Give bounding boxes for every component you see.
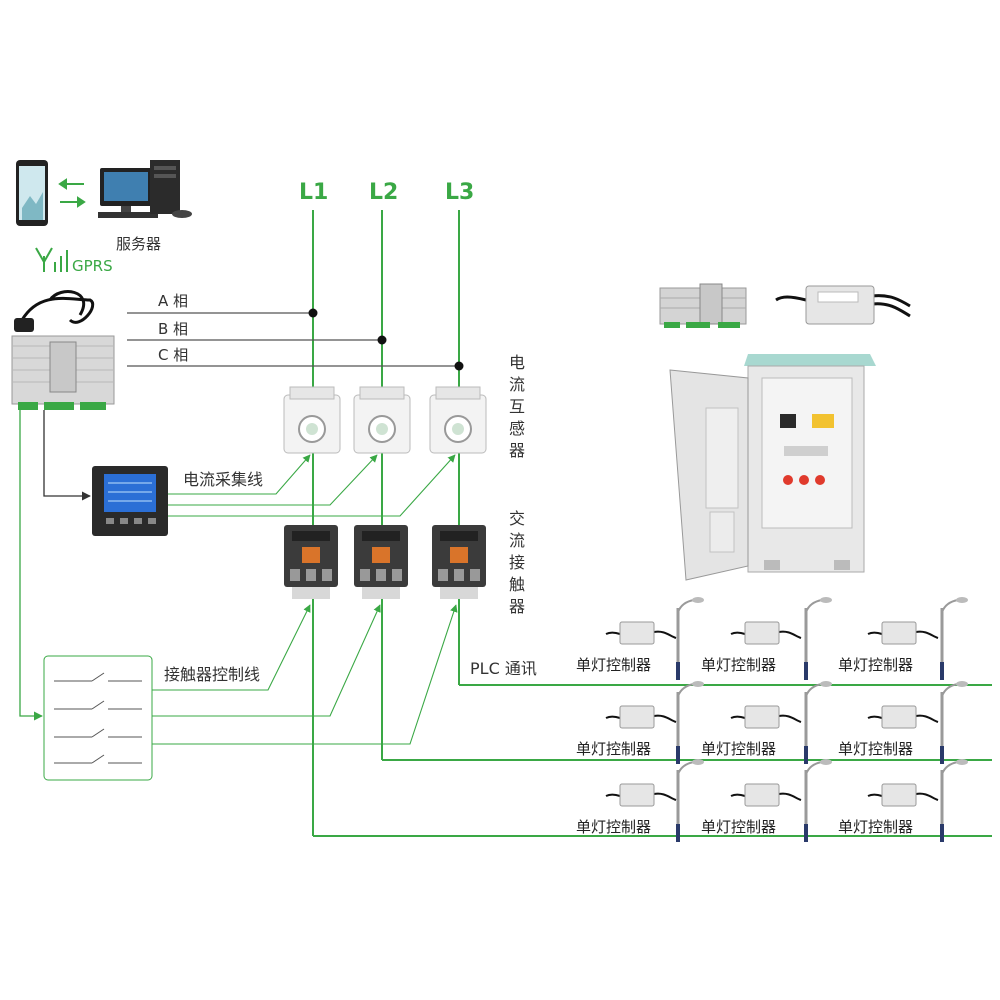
- ac-contactor-label: 交流接触器: [508, 509, 525, 616]
- lamp-controller-label: 单灯控制器: [838, 740, 914, 758]
- server-label: 服务器: [116, 235, 162, 253]
- lamp-controller-unit: [867, 621, 939, 645]
- lamp-controller-label: 单灯控制器: [838, 818, 914, 836]
- street-lamp-icon: [676, 759, 704, 842]
- current-transformer-label: 电流互感器: [508, 353, 525, 460]
- phase-l1-label: L1: [299, 180, 329, 205]
- server-computer-icon: [98, 160, 192, 218]
- lamp-controller-label: 单灯控制器: [838, 656, 914, 674]
- phase-a-label: A 相: [158, 292, 189, 310]
- junction-dots: [308, 308, 464, 371]
- phase-l2-label: L2: [369, 180, 399, 205]
- lamp-controller-label: 单灯控制器: [701, 656, 777, 674]
- control-cabinet-icon: [669, 354, 876, 581]
- phase-c-label: C 相: [158, 346, 189, 364]
- antenna-icon: [35, 247, 68, 272]
- plc-comm-label: PLC 通讯: [470, 659, 537, 678]
- current-collection-label: 电流采集线: [183, 470, 264, 489]
- contactor-control-label: 接触器控制线: [164, 665, 261, 684]
- contactor-control-lines: [152, 604, 458, 745]
- lamp-controller-unit: [867, 783, 939, 807]
- controller-module-icon: [659, 283, 747, 328]
- lamp-controller-label: 单灯控制器: [701, 818, 777, 836]
- device-to-switch-arrow: [19, 410, 43, 721]
- lamp-controller-label: 单灯控制器: [576, 656, 652, 674]
- phase-lines: [312, 210, 460, 836]
- switch-panel: [43, 655, 153, 781]
- lamp-controller-unit: [730, 621, 802, 645]
- lamp-controller-unit: [730, 783, 802, 807]
- plc-comm-lines: [313, 684, 992, 837]
- street-lamp-icon: [940, 597, 968, 680]
- current-collection-lines: [168, 454, 456, 517]
- street-lamp-icon: [940, 681, 968, 764]
- phase-l3-label: L3: [445, 180, 475, 205]
- smartphone-icon: [16, 160, 48, 226]
- lamp-controller-unit: [605, 705, 677, 729]
- lamp-controller-unit: [867, 705, 939, 729]
- lamp-controller-label: 单灯控制器: [701, 740, 777, 758]
- abc-phase-lines: [127, 312, 459, 367]
- lamp-controller-unit: [605, 621, 677, 645]
- lamp-controller-unit: [605, 783, 677, 807]
- street-lamp-icon: [804, 597, 832, 680]
- concentrator-device-icon: [11, 290, 115, 410]
- lamp-controller-module-icon: [775, 285, 911, 325]
- gprs-label: GPRS: [72, 257, 113, 275]
- lamp-rows: [605, 597, 968, 842]
- ac-contactor-icon: [284, 525, 486, 599]
- phase-b-label: B 相: [158, 320, 189, 338]
- street-lamp-icon: [940, 759, 968, 842]
- lamp-controller-label: 单灯控制器: [576, 740, 652, 758]
- street-lamp-icon: [804, 681, 832, 764]
- lamp-controller-label: 单灯控制器: [576, 818, 652, 836]
- street-lamp-icon: [804, 759, 832, 842]
- street-lamp-icon: [676, 597, 704, 680]
- current-transformer-icon: [283, 386, 487, 454]
- street-lamp-icon: [676, 681, 704, 764]
- sync-arrows-icon: [58, 178, 86, 208]
- device-to-meter-arrow: [43, 410, 91, 501]
- lamp-controller-unit: [730, 705, 802, 729]
- power-meter-icon: [92, 466, 168, 536]
